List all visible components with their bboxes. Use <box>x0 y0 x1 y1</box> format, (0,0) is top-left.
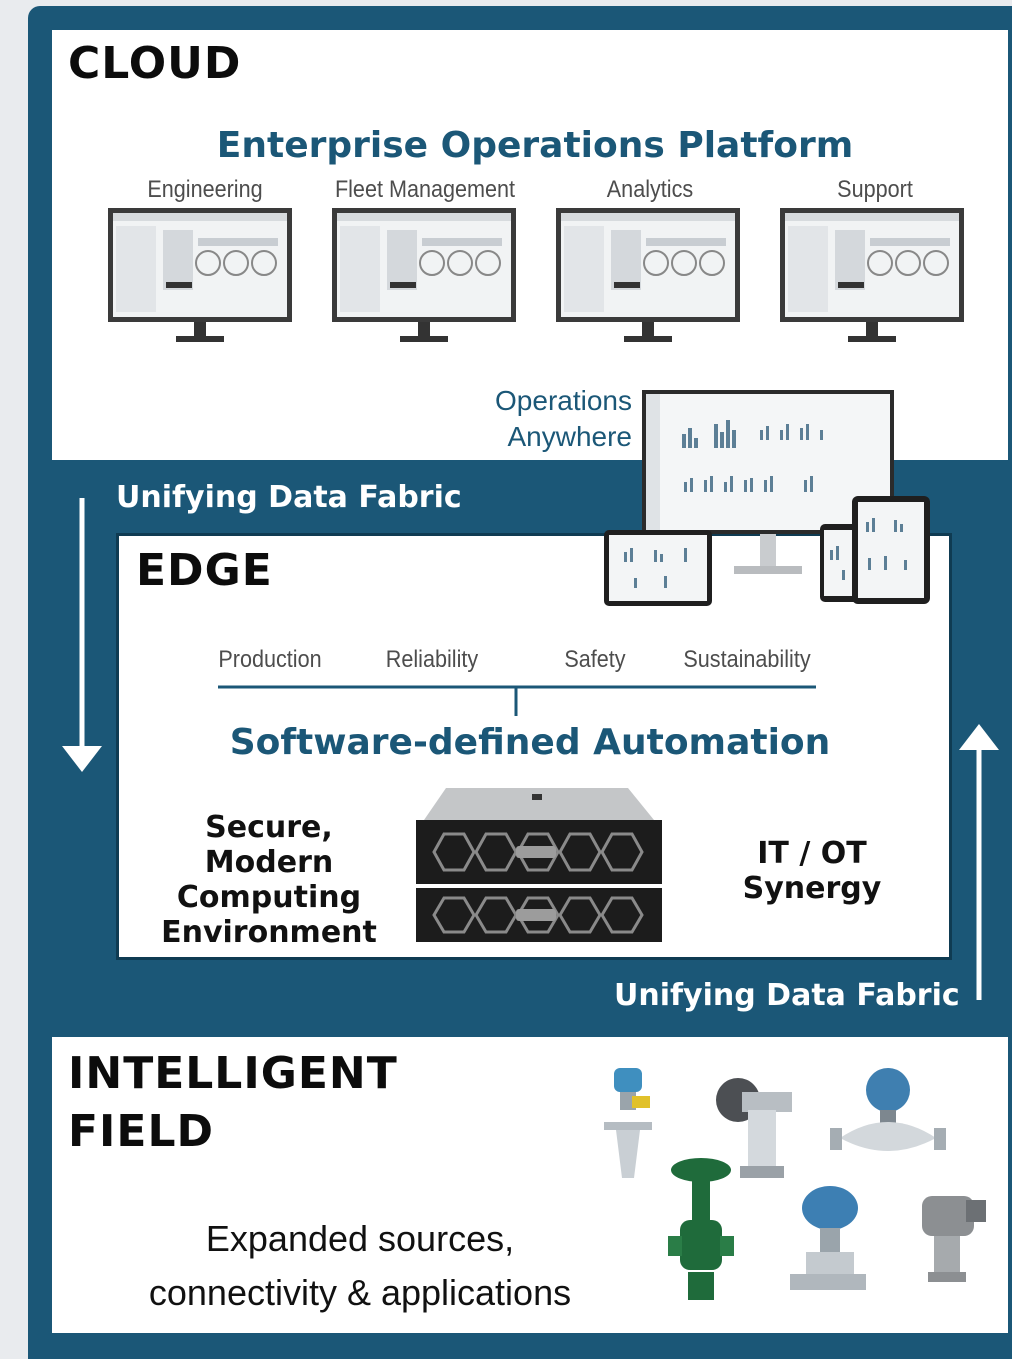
field-heading-line2: FIELD <box>68 1106 215 1157</box>
field-heading: INTELLIGENT FIELD <box>68 1045 398 1161</box>
monitor-fleet-icon <box>332 208 516 342</box>
control-valve-icon <box>668 1158 734 1300</box>
secure-computing-text: Secure, Modern Computing Environment <box>138 810 400 950</box>
category-sustainability: Sustainability <box>683 646 811 673</box>
itot-line1: IT / OT <box>757 836 867 871</box>
operations-line2: Anywhere <box>507 421 632 452</box>
vortex-flowmeter-icon <box>716 1078 792 1178</box>
operations-line1: Operations <box>495 385 632 416</box>
monitor-engineering-icon <box>108 208 292 342</box>
field-desc-line2: connectivity & applications <box>148 1272 572 1313</box>
multi-device-dashboard-icon <box>604 390 930 606</box>
secure-line3: Environment <box>161 915 377 950</box>
field-description: Expanded sources, connectivity & applica… <box>110 1212 610 1320</box>
gas-detector-icon <box>922 1196 986 1282</box>
monitor-label-engineering: Engineering <box>147 176 263 203</box>
arrow-up-icon <box>959 724 999 1000</box>
monitor-label-fleet: Fleet Management <box>334 176 516 203</box>
fabric-label-top: Unifying Data Fabric <box>116 480 462 515</box>
field-desc-line1: Expanded sources, <box>205 1218 515 1259</box>
operations-anywhere-label: Operations Anywhere <box>440 383 632 455</box>
monitor-support-icon <box>780 208 964 342</box>
category-bracket <box>218 685 816 716</box>
category-reliability: Reliability <box>385 646 479 673</box>
pressure-transmitter-icon <box>790 1186 866 1290</box>
field-heading-line1: INTELLIGENT <box>68 1048 398 1099</box>
rack-servers-icon <box>416 788 662 942</box>
coriolis-flowmeter-icon <box>830 1068 946 1151</box>
arrow-down-icon <box>62 498 102 772</box>
secure-line2: Computing <box>176 880 362 915</box>
radar-level-transmitter-icon <box>604 1068 652 1178</box>
secure-line1: Secure, Modern <box>204 810 334 880</box>
monitor-label-analytics: Analytics <box>606 176 694 203</box>
category-production: Production <box>218 646 322 673</box>
category-safety: Safety <box>564 646 626 673</box>
software-defined-title: Software-defined Automation <box>229 722 831 763</box>
cloud-heading: CLOUD <box>68 38 242 89</box>
edge-heading: EDGE <box>136 545 273 596</box>
platform-title: Enterprise Operations Platform <box>216 125 854 166</box>
monitor-label-support: Support <box>837 176 913 203</box>
itot-line2: Synergy <box>742 871 882 906</box>
it-ot-synergy-text: IT / OT Synergy <box>722 836 902 906</box>
monitor-analytics-icon <box>556 208 740 342</box>
fabric-label-bottom: Unifying Data Fabric <box>614 978 960 1013</box>
